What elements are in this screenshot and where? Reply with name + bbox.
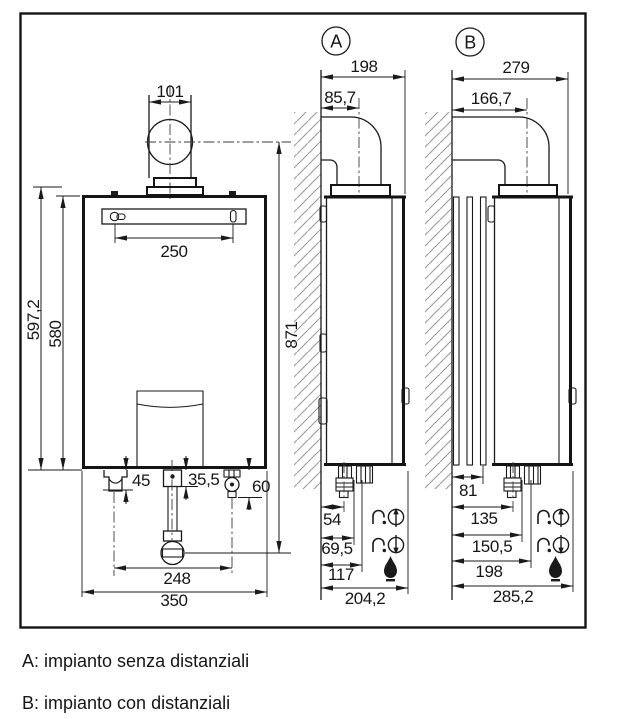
dim-198-b-label: 198 <box>475 562 502 581</box>
dim-flue-offset-b-label: 166,7 <box>471 89 512 108</box>
flue-collar-base <box>146 186 204 196</box>
dim-conn-spacing-label: 248 <box>163 569 190 588</box>
dim-total-depth-b-label: 285,2 <box>493 587 534 606</box>
side-clip-a2 <box>319 333 328 353</box>
mounting-bar <box>101 208 247 225</box>
drawing-frame <box>19 12 587 629</box>
spacer-rail-2 <box>466 196 474 466</box>
dim-spacer-depth-label: 81 <box>459 481 477 500</box>
dim-total-depth-a-label: 204,2 <box>345 589 386 608</box>
gas-flame-icon <box>549 556 562 582</box>
spacer-rail-1 <box>452 196 460 466</box>
flue-collar-a <box>330 184 391 197</box>
keyhole-slot-icon <box>116 213 126 221</box>
side-view-b: B 279 166,7 <box>425 27 577 606</box>
boiler-cabinet <box>82 195 267 469</box>
heating-flow-icon <box>537 507 570 528</box>
dim-69-5-label: 69,5 <box>321 539 353 558</box>
rear-tab-b <box>568 387 577 405</box>
legend-b: B: impianto con distanziali <box>22 693 230 713</box>
side-clip-a1 <box>319 205 328 223</box>
gas-elbow-a <box>337 465 353 479</box>
view-a-badge <box>321 26 351 56</box>
legend-a: A: impianto senza distanziali <box>22 651 249 671</box>
dim-mount-holes-label: 250 <box>160 242 187 261</box>
keyhole-icon <box>109 211 120 222</box>
dim-center-conn-label: 35,5 <box>188 470 220 489</box>
dim-depth-b-label: 279 <box>502 58 529 77</box>
flue-elbow-b <box>452 116 550 185</box>
dim-150-5-label: 150,5 <box>472 537 513 556</box>
service-valve-icon <box>223 469 241 478</box>
dim-right-valve-label: 60 <box>252 477 270 496</box>
dim-54-label: 54 <box>323 510 341 529</box>
dim-height-label: 580 <box>46 320 65 347</box>
flue-collar-top <box>153 177 197 188</box>
wall-hatch-b <box>425 112 452 489</box>
legend: A: impianto senza distanziali B: impiant… <box>22 651 249 713</box>
heating-return-icon <box>372 534 405 555</box>
condensate-funnel-icon <box>103 470 128 492</box>
gas-connection-fitting <box>162 469 183 488</box>
dim-depth-a-label: 198 <box>350 57 377 76</box>
dim-left-drain-label: 45 <box>132 471 150 490</box>
side-clip-a3 <box>318 397 328 425</box>
dim-width-label: 350 <box>160 591 187 610</box>
rear-tab-a <box>401 387 410 405</box>
top-screw-right <box>229 191 236 195</box>
view-a-badge-label: A <box>330 32 342 52</box>
heating-return-icon <box>537 534 570 555</box>
gas-pipe-joint <box>162 530 183 542</box>
top-screw-left <box>111 191 118 195</box>
view-b-badge <box>455 27 485 57</box>
spacer-rail-3 <box>479 196 487 466</box>
gas-cock-icon <box>160 540 185 566</box>
siphon-cover-panel <box>136 390 204 467</box>
flue-elbow-a <box>321 116 382 185</box>
front-view: 101 250 597,2 580 <box>24 82 301 610</box>
gas-flame-icon <box>384 556 397 582</box>
side-clip-b1 <box>487 205 496 223</box>
side-view-a: A 198 85,7 <box>294 26 410 608</box>
dim-117-label: 117 <box>328 565 354 584</box>
wall-hatch-a <box>294 112 321 489</box>
dim-height-collar-label: 597,2 <box>24 300 43 341</box>
flue-collar-b <box>498 184 558 197</box>
conn-fittings-a <box>355 465 374 484</box>
dim-flue-offset-a-label: 85,7 <box>324 88 356 107</box>
mount-slot-icon <box>229 209 237 223</box>
dim-135-label: 135 <box>470 509 497 528</box>
view-b-badge-label: B <box>464 33 476 53</box>
conn-fittings-b <box>523 465 542 485</box>
heating-flow-icon <box>372 507 405 528</box>
